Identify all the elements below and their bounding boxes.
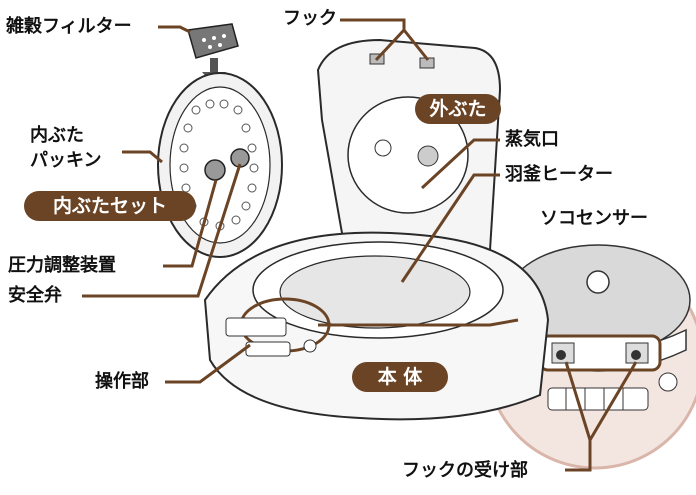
- leader-hook-2: [402, 29, 430, 61]
- label-hook: フック: [283, 8, 337, 29]
- leader-pressure-adjuster: [163, 179, 218, 268]
- leader-hook: [340, 18, 406, 62]
- label-hagama-heater: 羽釜ヒーター: [505, 164, 613, 185]
- outer-lid: [316, 38, 502, 251]
- leader-hook-receiver: [564, 361, 592, 472]
- label-safety-valve: 安全弁: [8, 285, 62, 306]
- label-main-body: 本 体: [352, 362, 448, 392]
- leader-zoom: [318, 318, 519, 327]
- leader-hook-receiver-2: [588, 361, 638, 441]
- leader-steam-port: [420, 138, 500, 190]
- label-inner-lid-set: 内ぶたセット: [24, 191, 196, 221]
- leader-hagama-heater: [400, 173, 500, 283]
- leader-lines: [82, 18, 638, 472]
- label-grain-filter: 雑穀フィルター: [6, 16, 132, 37]
- label-hook-receiver: フックの受け部: [402, 460, 528, 481]
- label-soko-sensor: ソコセンサー: [540, 208, 648, 229]
- label-inner-lid-packing-line1: 内ぶた: [30, 125, 84, 146]
- leader-safety-valve: [82, 163, 242, 298]
- label-pressure-adjuster: 圧力調整装置: [8, 255, 116, 276]
- leader-grain-filter: [158, 25, 191, 34]
- label-inner-lid-packing-line2: パッキン: [30, 150, 102, 171]
- label-control-panel: 操作部: [95, 371, 149, 392]
- label-steam-port: 蒸気口: [505, 129, 559, 150]
- leader-inner-lid-packing: [122, 150, 163, 164]
- leader-control-panel: [165, 343, 251, 384]
- sensor-hole: [586, 270, 610, 294]
- label-outer-lid: 外ぶた: [415, 94, 501, 124]
